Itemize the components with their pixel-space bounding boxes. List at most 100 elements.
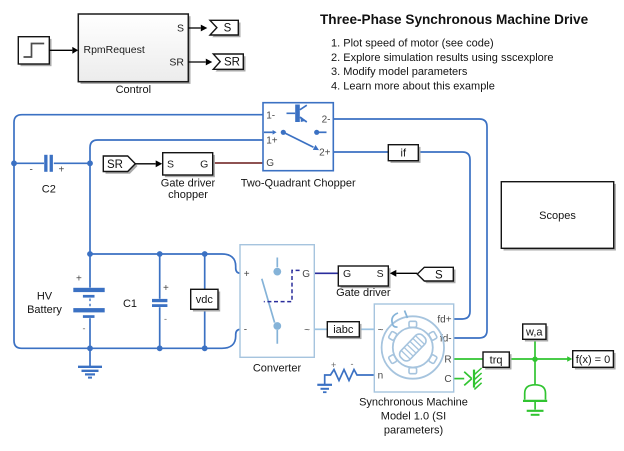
reference-arrow xyxy=(463,371,473,387)
wire-2m-fdm[interactable] xyxy=(333,118,488,339)
c2-minus: - xyxy=(30,164,33,175)
tag-body[interactable] xyxy=(211,53,245,71)
block-body[interactable] xyxy=(337,265,389,287)
machine-block[interactable]: ~ n fd+ fd- R C xyxy=(373,303,455,393)
block-body[interactable] xyxy=(572,350,615,369)
machine-lead xyxy=(391,310,409,328)
battery-plus: + xyxy=(76,273,82,284)
solver-label: f(x) = 0 xyxy=(576,354,611,366)
solver-block[interactable]: f(x) = 0 xyxy=(572,350,616,370)
ground-symbol-neutral xyxy=(317,383,332,394)
gate-driver-chopper-label1: Gate driver xyxy=(161,177,216,189)
tag-body[interactable] xyxy=(326,321,360,338)
hv-battery[interactable]: + - xyxy=(73,273,105,334)
vdc-tag[interactable]: vdc xyxy=(189,288,221,312)
switch-diagonal xyxy=(260,278,276,323)
port-label-s: S xyxy=(167,159,174,171)
junction-dot xyxy=(11,160,17,167)
junction-dot xyxy=(87,251,93,257)
tag-body[interactable] xyxy=(482,351,510,369)
port-g: G xyxy=(302,269,310,280)
battery-plate xyxy=(82,315,95,318)
converter-label: Converter xyxy=(253,363,302,375)
if-tag[interactable]: if xyxy=(387,143,421,163)
resistor-plus: + xyxy=(331,360,336,370)
c1-plus: + xyxy=(163,283,169,294)
tag-label: S xyxy=(435,269,443,281)
port-n: n xyxy=(378,371,384,382)
wire-chopper-1p[interactable] xyxy=(89,139,263,254)
wa-tag[interactable]: w,a xyxy=(522,323,549,342)
inertia-block[interactable] xyxy=(523,383,548,416)
chopper-icon xyxy=(264,104,327,151)
battery-label1: HV xyxy=(37,290,53,302)
iabc-tag[interactable]: iabc xyxy=(326,321,362,340)
tag-label: vdc xyxy=(196,294,214,306)
battery-label2: Battery xyxy=(27,304,62,316)
block-body[interactable] xyxy=(500,180,615,249)
c2-plus: + xyxy=(59,164,65,175)
port-2p: 2+ xyxy=(319,147,331,158)
junction-dot xyxy=(201,251,208,257)
tag-label: S xyxy=(224,23,232,35)
tag-body[interactable] xyxy=(189,288,219,310)
step-body[interactable] xyxy=(17,36,50,65)
battery-plate xyxy=(82,294,95,298)
machine-outer-circle xyxy=(380,315,445,380)
wire-dc-loop-left[interactable] xyxy=(13,113,263,350)
wire-bus-top[interactable] xyxy=(90,253,241,275)
tag-sr-in[interactable]: SR xyxy=(102,155,138,174)
annotation-item-2: 2. Explore simulation results using ssce… xyxy=(331,52,554,64)
c2-capacitor[interactable]: - + xyxy=(30,154,65,176)
c1-capacitor[interactable]: + - xyxy=(152,283,169,324)
block-body[interactable] xyxy=(161,151,214,176)
control-block[interactable]: RpmRequest S SR xyxy=(77,13,191,84)
arrowhead xyxy=(205,58,213,66)
port-fdp: fd+ xyxy=(437,314,451,325)
icon-node xyxy=(273,267,282,276)
gate-driver-block[interactable]: G S xyxy=(337,265,391,289)
port-ac: ~ xyxy=(304,325,310,336)
igbt-bar xyxy=(295,104,300,122)
tag-s-in[interactable]: S xyxy=(416,266,456,284)
port-c: C xyxy=(444,374,451,385)
scopes-block[interactable]: Scopes xyxy=(500,180,616,251)
trq-tag[interactable]: trq xyxy=(482,351,512,370)
tag-body[interactable] xyxy=(522,323,547,341)
chopper-label: Two-Quadrant Chopper xyxy=(241,177,356,189)
control-port-out1-label: S xyxy=(177,23,184,35)
switch-diagonal xyxy=(282,131,314,148)
machine-icon xyxy=(380,310,445,380)
c1-minus: - xyxy=(164,314,167,324)
wire-neutral-resistor[interactable] xyxy=(323,367,375,385)
tag-label: SR xyxy=(107,159,123,171)
control-port-in-label: RpmRequest xyxy=(84,44,145,56)
tag-body[interactable] xyxy=(102,155,137,173)
wire-if-fdp[interactable] xyxy=(418,151,471,320)
gate-driver-chopper-block[interactable]: S G xyxy=(161,151,215,178)
control-body[interactable] xyxy=(77,13,190,83)
control-label: Control xyxy=(116,84,151,96)
tag-label: trq xyxy=(490,355,503,367)
c1-label: C1 xyxy=(123,298,137,310)
converter-block[interactable]: + - G ~ xyxy=(239,243,316,358)
tag-body[interactable] xyxy=(387,143,419,162)
tag-sr-out[interactable]: SR xyxy=(211,53,246,72)
igbt-emitter-arrow xyxy=(300,116,306,122)
machine-coil xyxy=(398,333,427,362)
tag-s-out[interactable]: S xyxy=(208,19,241,38)
c1-plate xyxy=(152,304,168,307)
step-block[interactable] xyxy=(17,36,52,67)
tag-label: iabc xyxy=(333,324,354,336)
tag-body[interactable] xyxy=(416,266,454,282)
tag-body[interactable] xyxy=(208,19,240,36)
converter-icon xyxy=(260,257,300,344)
chopper-block[interactable]: 1- 1+ G 2- 2+ xyxy=(262,101,335,172)
c2-label: C2 xyxy=(42,183,56,195)
gate-dash-line xyxy=(263,269,300,303)
port-2m: 2- xyxy=(322,115,331,126)
machine-label2: Model 1.0 (SI xyxy=(381,410,446,422)
port-label-g: G xyxy=(200,159,208,171)
annotation-item-3: 3. Modify model parameters xyxy=(331,66,468,78)
control-port-out2-label: SR xyxy=(169,57,184,69)
